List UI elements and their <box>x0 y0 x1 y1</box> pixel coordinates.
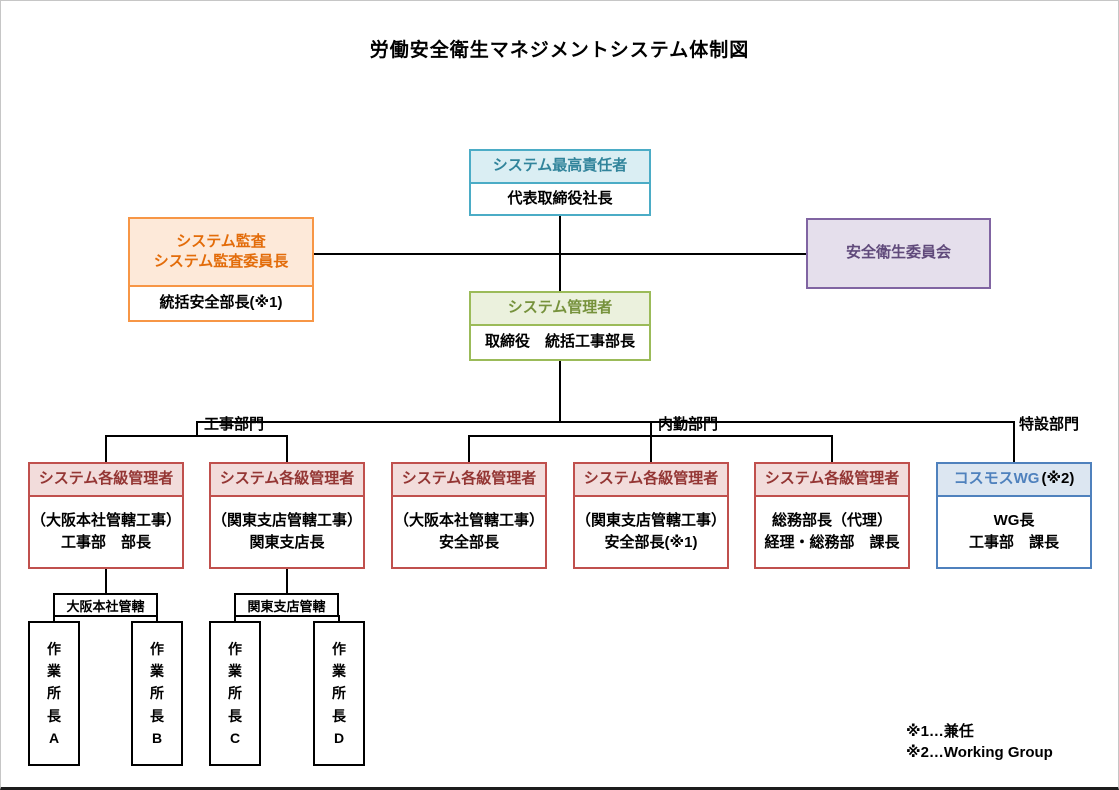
node-level-manager-3: システム各級管理者 （大阪本社管轄工事） 安全部長 <box>391 462 547 569</box>
connector-office-drop <box>650 421 652 462</box>
connector-to-manager5 <box>831 435 833 462</box>
node-safety-committee: 安全衛生委員会 <box>806 218 991 289</box>
node-header: システム各級管理者 <box>30 464 182 497</box>
node-body: 代表取締役社長 <box>471 184 649 214</box>
node-site-manager-b: 作 業 所 長 B <box>131 621 183 766</box>
legend-line-2: ※2…Working Group <box>906 744 1053 761</box>
connector-main-horizontal <box>196 421 1015 423</box>
node-label: 安全衛生委員会 <box>808 220 989 287</box>
branch-label-office: 内勤部門 <box>658 416 719 433</box>
node-body: 統括安全部長(※1) <box>130 287 312 320</box>
node-level-manager-4: システム各級管理者 （関東支店管轄工事） 安全部長(※1) <box>573 462 729 569</box>
connector-to-manager2 <box>286 435 288 462</box>
node-system-audit: システム監査 システム監査委員長 統括安全部長(※1) <box>128 217 314 322</box>
node-site-manager-c: 作 業 所 長 C <box>209 621 261 766</box>
node-header: システム最高責任者 <box>471 151 649 184</box>
group-label-osaka: 大阪本社管轄 <box>53 593 158 617</box>
node-body: （大阪本社管轄工事） 安全部長 <box>393 497 545 567</box>
node-body: 総務部長（代理） 経理・総務部 課長 <box>756 497 908 567</box>
node-level-manager-5: システム各級管理者 総務部長（代理） 経理・総務部 課長 <box>754 462 910 569</box>
page-title: 労働安全衛生マネジメントシステム体制図 <box>369 40 750 61</box>
legend: ※1…兼任 ※2…Working Group <box>906 721 1053 763</box>
node-system-top-officer: システム最高責任者 代表取締役社長 <box>469 149 651 216</box>
connector-to-manager1 <box>105 435 107 462</box>
connector-construction-drop <box>196 421 198 437</box>
node-header: コスモスWG(※2) <box>938 464 1090 497</box>
node-body: （関東支店管轄工事） 安全部長(※1) <box>575 497 727 567</box>
connector-office-horizontal <box>468 435 833 437</box>
connector-osaka-to-site-a <box>53 615 55 623</box>
node-level-manager-2: システム各級管理者 （関東支店管轄工事） 関東支店長 <box>209 462 365 569</box>
node-level-manager-1: システム各級管理者 （大阪本社管轄工事） 工事部 部長 <box>28 462 184 569</box>
node-system-manager: システム管理者 取締役 統括工事部長 <box>469 291 651 361</box>
wg-title: コスモスWG <box>953 470 1040 488</box>
connector-construction-horizontal <box>105 435 288 437</box>
wg-note: (※2) <box>1041 470 1075 488</box>
node-header: システム各級管理者 <box>575 464 727 497</box>
legend-line-1: ※1…兼任 <box>906 723 974 740</box>
connector-kanto-to-site-c <box>234 615 236 623</box>
node-body: （関東支店管轄工事） 関東支店長 <box>211 497 363 567</box>
node-body: 取締役 統括工事部長 <box>471 326 649 359</box>
node-body: WG長 工事部 課長 <box>938 497 1090 567</box>
connector-manager2-to-kanto <box>286 567 288 594</box>
connector-manager1-to-osaka <box>105 567 107 594</box>
branch-label-construction: 工事部門 <box>204 416 265 433</box>
connector-manager-down <box>559 361 561 422</box>
node-header: システム各級管理者 <box>756 464 908 497</box>
node-header: システム各級管理者 <box>393 464 545 497</box>
group-label-kanto: 関東支店管轄 <box>234 593 339 617</box>
connector-osaka-to-site-b <box>156 615 158 623</box>
node-header: システム管理者 <box>471 293 649 326</box>
connector-kanto-to-site-d <box>338 615 340 623</box>
node-header: システム監査 システム監査委員長 <box>130 219 312 287</box>
node-header: システム各級管理者 <box>211 464 363 497</box>
connector-to-manager3 <box>468 435 470 462</box>
node-site-manager-a: 作 業 所 長 A <box>28 621 80 766</box>
connector-special-drop <box>1013 421 1015 462</box>
node-body: （大阪本社管轄工事） 工事部 部長 <box>30 497 182 567</box>
node-cosmos-wg: コスモスWG(※2) WG長 工事部 課長 <box>936 462 1092 569</box>
branch-label-special: 特設部門 <box>1019 416 1080 433</box>
connector-audit-to-committee <box>314 253 806 255</box>
node-site-manager-d: 作 業 所 長 D <box>313 621 365 766</box>
